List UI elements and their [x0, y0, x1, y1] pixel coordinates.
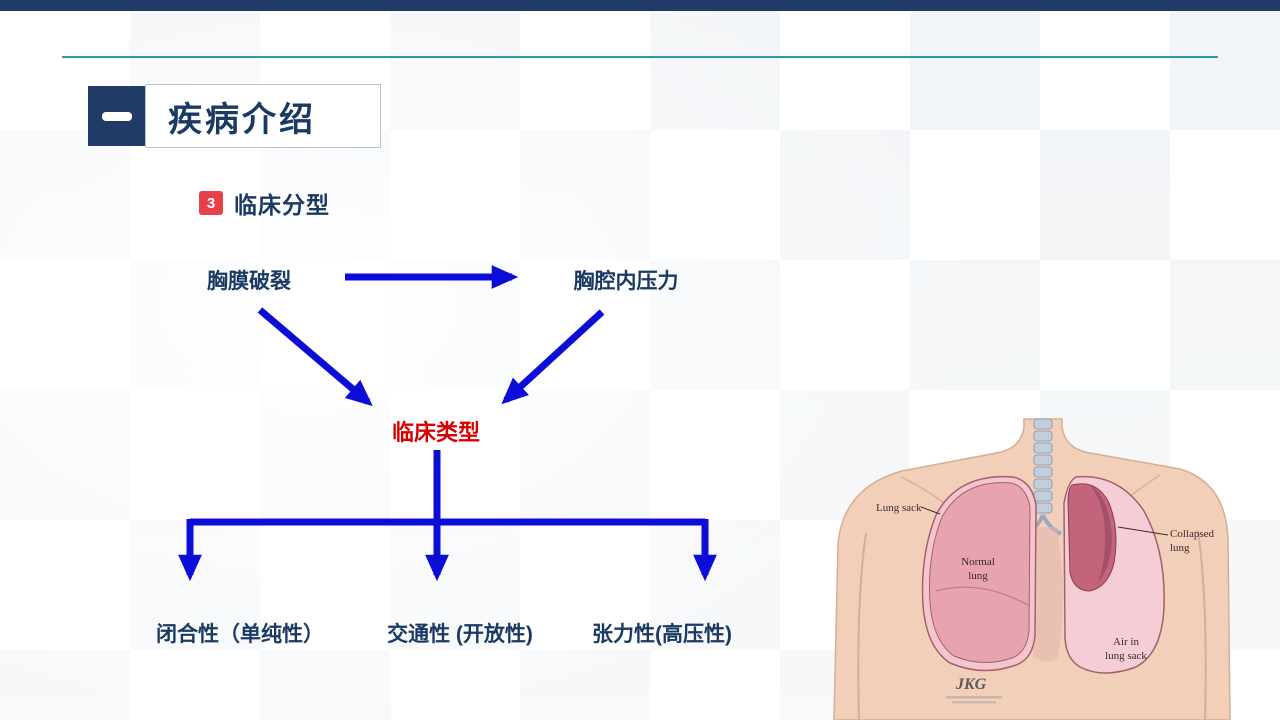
flow-node-clinical-type: 临床类型 — [391, 420, 480, 445]
label-normal-lung-line1: Normal — [961, 556, 995, 568]
flow-leaf-communicating-type: 交通性 (开放性) — [387, 623, 533, 646]
label-lung-sack: Lung sack — [876, 502, 922, 514]
label-collapsed-lung-line1: Collapsed — [1170, 528, 1214, 540]
flow-node-intrathoracic-pressure: 胸腔内压力 — [573, 270, 679, 293]
minus-icon — [88, 86, 145, 146]
title-box: 疾病介绍 — [145, 84, 381, 148]
collapsed-lung-shading — [1090, 485, 1112, 583]
section-heading: 3 临床分型 — [199, 186, 330, 220]
illustration-credit-smudge2 — [952, 701, 996, 704]
label-air-line1: Air in — [1113, 636, 1139, 648]
label-lung-sack-pointer — [920, 506, 941, 515]
flow-leaf-closed-type: 闭合性（单纯性） — [156, 623, 324, 646]
right-arm-line — [1197, 530, 1207, 720]
minus-icon-dash — [101, 111, 132, 121]
illustration-credit-smudge — [946, 696, 1002, 699]
illustration-signature: JKG — [955, 676, 987, 693]
normal-lung — [929, 482, 1031, 663]
lung-illustration: Lung sack Normal lung Collapsed lung Air… — [833, 418, 1231, 720]
flow-leaf-tension-type: 张力性(高压性) — [592, 623, 732, 646]
section-number-badge: 3 — [199, 191, 223, 215]
top-accent-bar — [0, 0, 1280, 11]
normal-lung-fissure — [935, 586, 1029, 606]
label-normal-lung-line2: lung — [968, 570, 988, 582]
label-air-line2: lung sack — [1105, 650, 1147, 662]
section-title: 临床分型 — [234, 192, 330, 218]
label-collapsed-lung-line2: lung — [1170, 542, 1190, 554]
flow-node-pleural-rupture: 胸膜破裂 — [207, 270, 291, 293]
left-arm-line — [857, 532, 867, 720]
label-collapsed-lung-pointer — [1117, 526, 1169, 536]
page-title: 疾病介绍 — [168, 100, 316, 139]
header-divider-line — [62, 56, 1218, 58]
trachea — [1024, 418, 1062, 536]
